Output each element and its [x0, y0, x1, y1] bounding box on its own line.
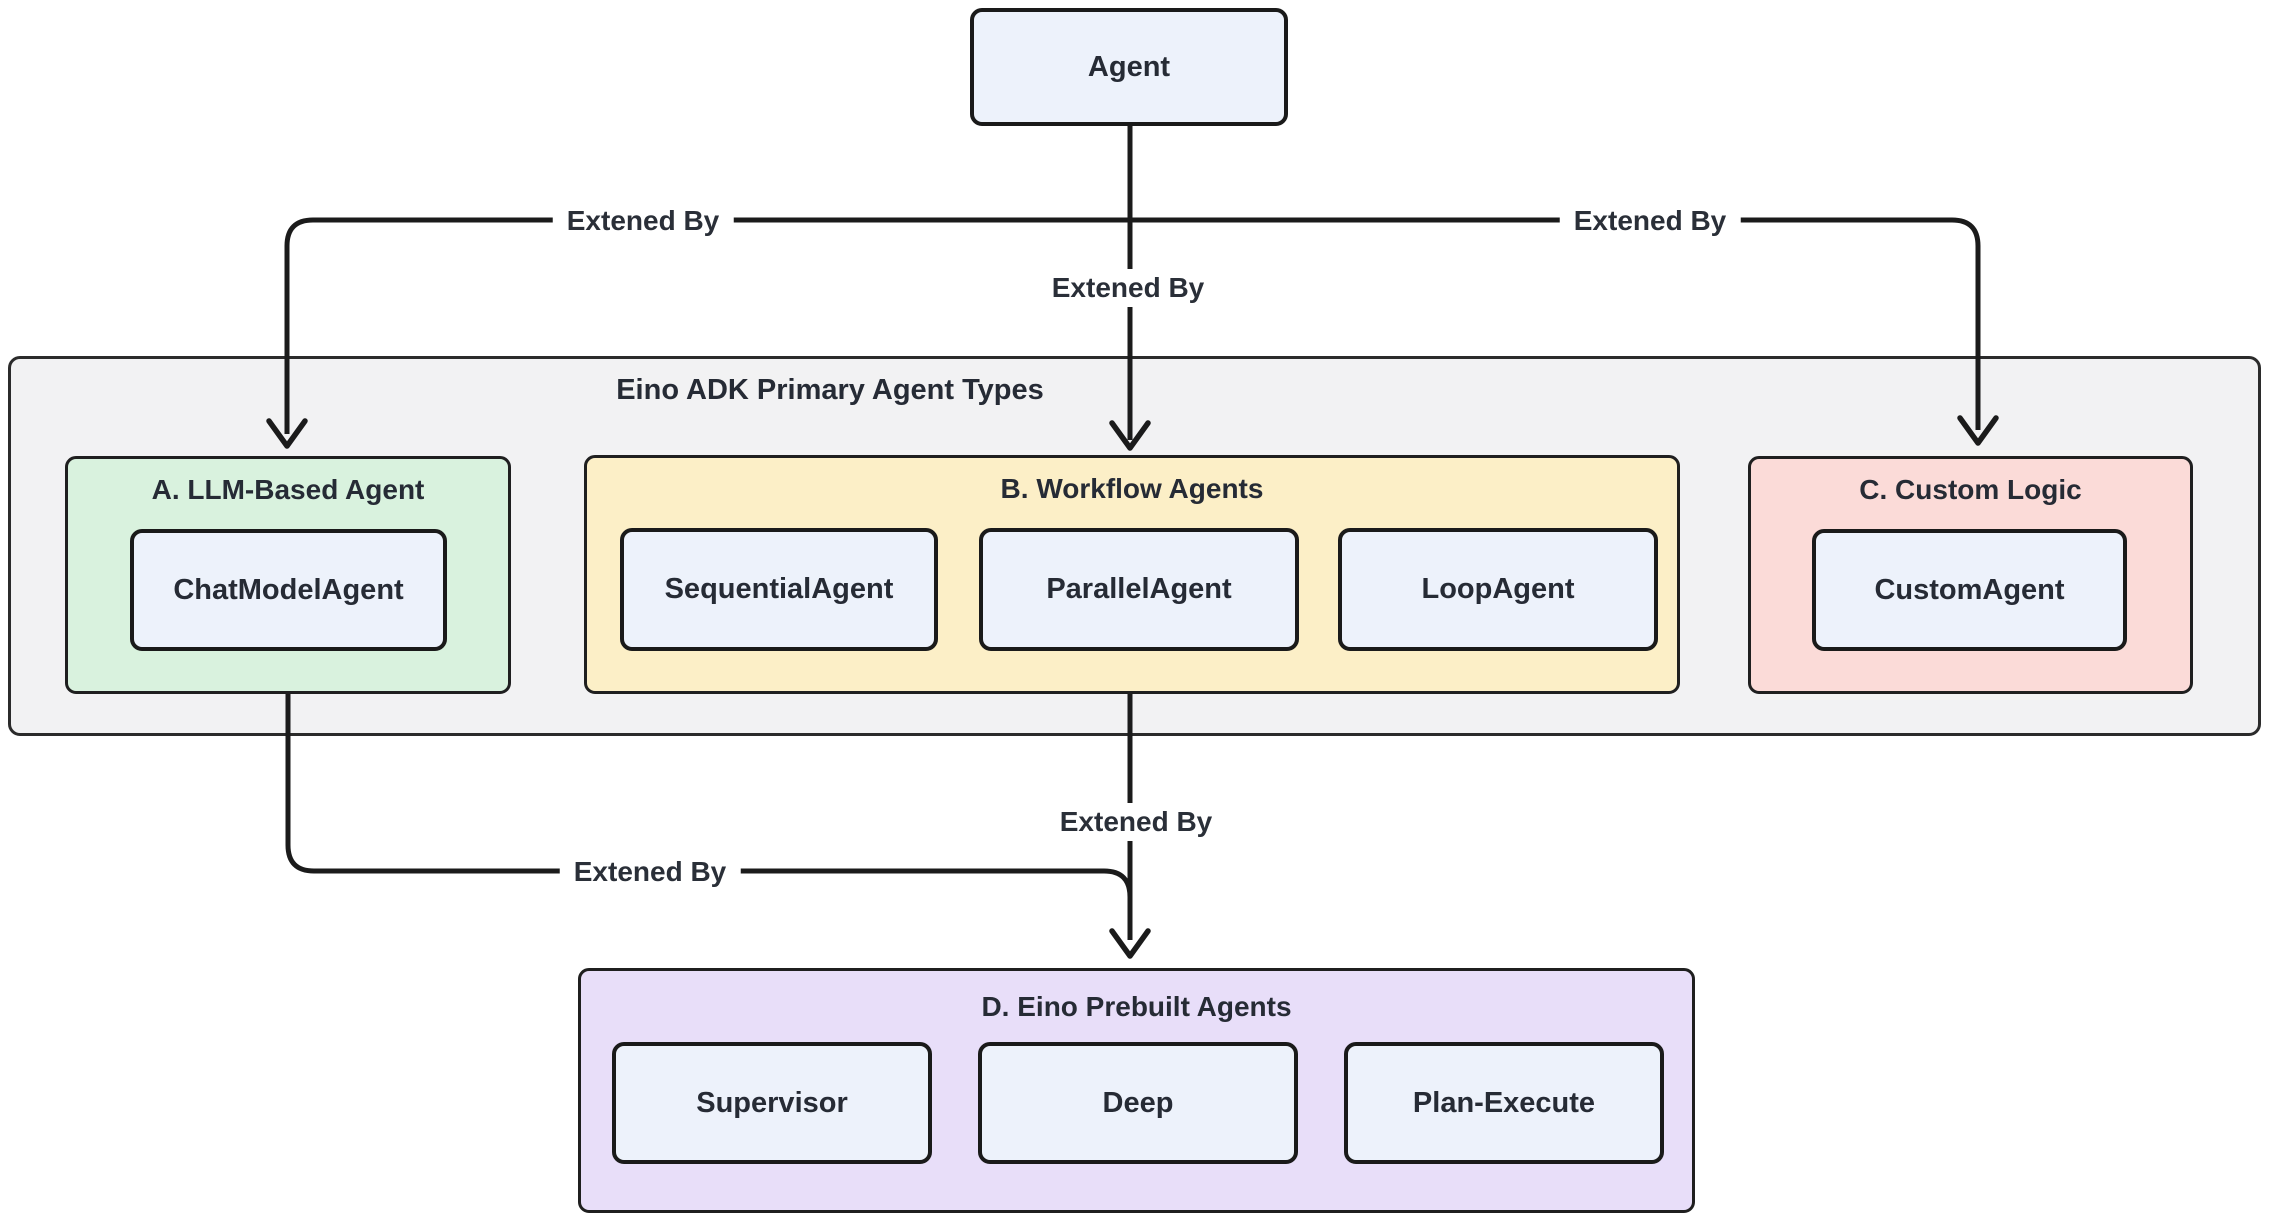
node-sequentialagent-label: SequentialAgent: [664, 573, 894, 605]
node-customagent-label: CustomAgent: [1874, 573, 2065, 606]
arrowhead-agent-to-b: [1109, 420, 1151, 451]
node-chatmodelagent-label: ChatModelAgent: [173, 573, 404, 606]
group-a-title: A. LLM-Based Agent: [151, 474, 425, 505]
node-customagent: CustomAgent: [1812, 529, 2127, 651]
node-deep: Deep: [978, 1042, 1298, 1164]
group-d-title: D. Eino Prebuilt Agents: [981, 991, 1292, 1022]
edge-label-agent-to-c: Extened By: [1559, 202, 1741, 240]
container-title: Eino ADK Primary Agent Types: [616, 374, 1044, 406]
group-b-title: B. Workflow Agents: [1000, 473, 1264, 504]
node-sequentialagent: SequentialAgent: [620, 528, 938, 651]
node-plan-execute: Plan-Execute: [1344, 1042, 1664, 1164]
node-supervisor: Supervisor: [612, 1042, 932, 1164]
edge-a-to-d: [285, 694, 1133, 940]
edge-agent-to-a-and-c: [284, 217, 1981, 434]
node-loopagent: LoopAgent: [1338, 528, 1658, 651]
edge-label-agent-to-a: Extened By: [552, 202, 734, 240]
node-agent: Agent: [970, 8, 1288, 126]
group-c-title: C. Custom Logic: [1859, 474, 2082, 505]
node-plan-execute-label: Plan-Execute: [1412, 1086, 1596, 1119]
node-supervisor-label: Supervisor: [696, 1086, 848, 1119]
node-parallelagent-label: ParallelAgent: [1046, 573, 1232, 605]
node-chatmodelagent: ChatModelAgent: [130, 529, 447, 651]
edge-label-b-to-d: Extened By: [1045, 803, 1227, 841]
arrowhead-agent-to-a: [266, 418, 308, 449]
node-loopagent-label: LoopAgent: [1421, 573, 1575, 605]
arrowhead-agent-to-c: [1957, 415, 1999, 446]
arrowhead-to-d: [1109, 928, 1151, 959]
node-parallelagent: ParallelAgent: [979, 528, 1299, 651]
edge-label-agent-to-b: Extened By: [1037, 269, 1219, 307]
edge-label-a-to-d: Extened By: [559, 853, 741, 891]
node-agent-label: Agent: [1087, 50, 1171, 83]
node-deep-label: Deep: [1102, 1086, 1174, 1119]
